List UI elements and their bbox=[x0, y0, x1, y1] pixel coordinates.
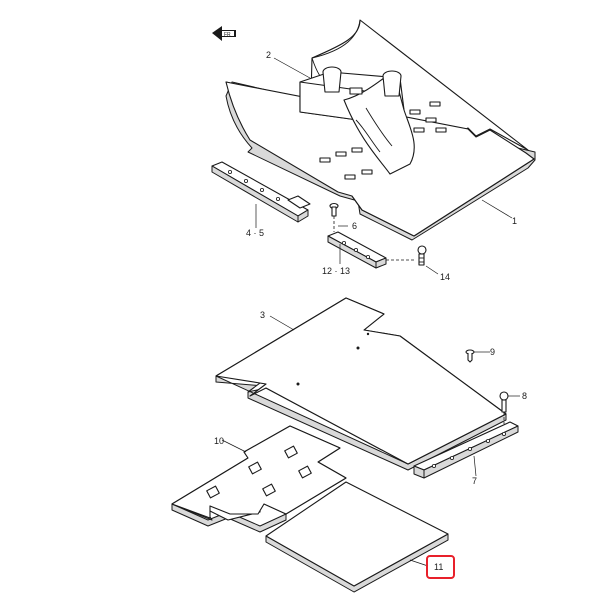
callout-8: 8 bbox=[522, 391, 527, 401]
part-3-floor-mat[interactable] bbox=[215, 297, 507, 471]
callout-3: 3 bbox=[260, 310, 265, 320]
callout-14: 14 bbox=[440, 272, 450, 282]
callout-7: 7 bbox=[472, 476, 477, 486]
callout-10: 10 bbox=[214, 436, 224, 446]
callout-6: 6 bbox=[352, 221, 357, 231]
leader-lines bbox=[221, 57, 520, 567]
part-9-rivet[interactable] bbox=[465, 349, 475, 363]
part-6-bolt[interactable] bbox=[329, 202, 339, 233]
callout-2: 2 bbox=[266, 50, 271, 60]
part-4-5-bracket[interactable] bbox=[211, 161, 311, 223]
part-12-13-bracket[interactable] bbox=[327, 231, 414, 269]
part-10-tray-mat[interactable] bbox=[171, 425, 347, 533]
callout-4-5: 4 · 5 bbox=[246, 228, 264, 238]
front-arrow-icon: FR bbox=[212, 26, 236, 41]
callout-11: 11 bbox=[434, 562, 443, 572]
part-7-bracket[interactable] bbox=[413, 421, 519, 479]
svg-text:FR: FR bbox=[224, 32, 231, 38]
part-14-screw[interactable] bbox=[417, 245, 427, 266]
callout-12-13: 12 · 13 bbox=[322, 266, 350, 276]
part-11-mat[interactable] bbox=[265, 481, 449, 593]
highlighted-callout-11[interactable]: 11 bbox=[426, 555, 455, 579]
callout-9: 9 bbox=[490, 347, 495, 357]
part-1-floor-panel[interactable] bbox=[225, 19, 536, 241]
highlight-box bbox=[426, 555, 455, 579]
part-8-screw[interactable] bbox=[499, 391, 509, 424]
callout-1: 1 bbox=[512, 216, 517, 226]
